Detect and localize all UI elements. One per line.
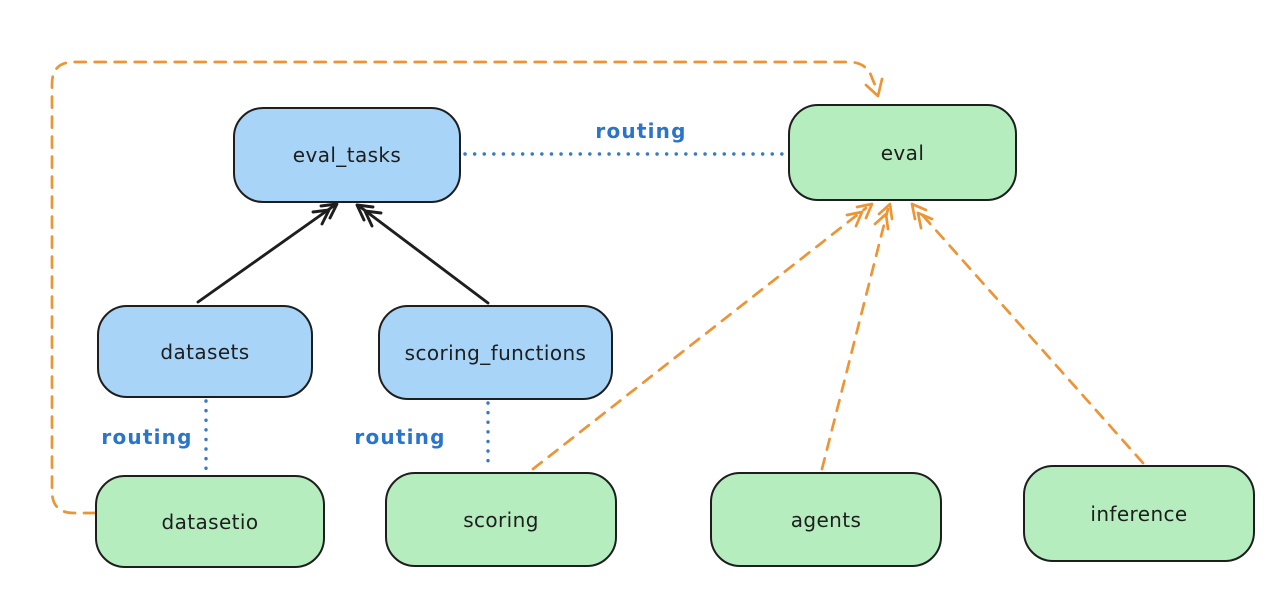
edge-scoring-eval	[531, 206, 868, 471]
solid-arrows	[196, 202, 490, 305]
edge-agents-eval	[820, 207, 890, 471]
node-agents-label: agents	[790, 507, 862, 532]
edge-inference-eval	[915, 207, 1145, 465]
dashed-orange-arrowheads	[845, 77, 934, 231]
node-datasets-label: datasets	[160, 339, 250, 364]
node-eval: eval	[788, 104, 1017, 201]
node-eval-label: eval	[880, 140, 925, 165]
node-datasetio: datasetio	[95, 475, 325, 568]
node-scoring-label: scoring	[463, 507, 539, 532]
dashed-orange-lines	[50, 60, 1145, 515]
edge-datasets-evaltasks	[196, 203, 337, 304]
edge-scoringfunctions-evaltasks	[357, 204, 490, 305]
node-inference-label: inference	[1090, 501, 1188, 526]
node-datasets: datasets	[97, 305, 313, 398]
node-agents: agents	[710, 472, 942, 567]
routing-dotted-lines	[204, 152, 787, 473]
node-scoring-functions-label: scoring_functions	[404, 340, 587, 365]
node-inference: inference	[1023, 465, 1255, 562]
node-scoring-functions: scoring_functions	[378, 305, 613, 400]
node-eval-tasks-label: eval_tasks	[292, 143, 402, 167]
node-eval-tasks: eval_tasks	[233, 107, 461, 203]
node-scoring: scoring	[385, 472, 617, 567]
edge-datasetio-eval-loop	[50, 60, 880, 515]
node-datasetio-label: datasetio	[161, 509, 259, 534]
routing-label-scoringfunctions-scoring: routing	[354, 425, 446, 449]
routing-label-evaltasks-eval: routing	[595, 119, 687, 143]
routing-label-datasets-datasetio: routing	[101, 425, 193, 449]
